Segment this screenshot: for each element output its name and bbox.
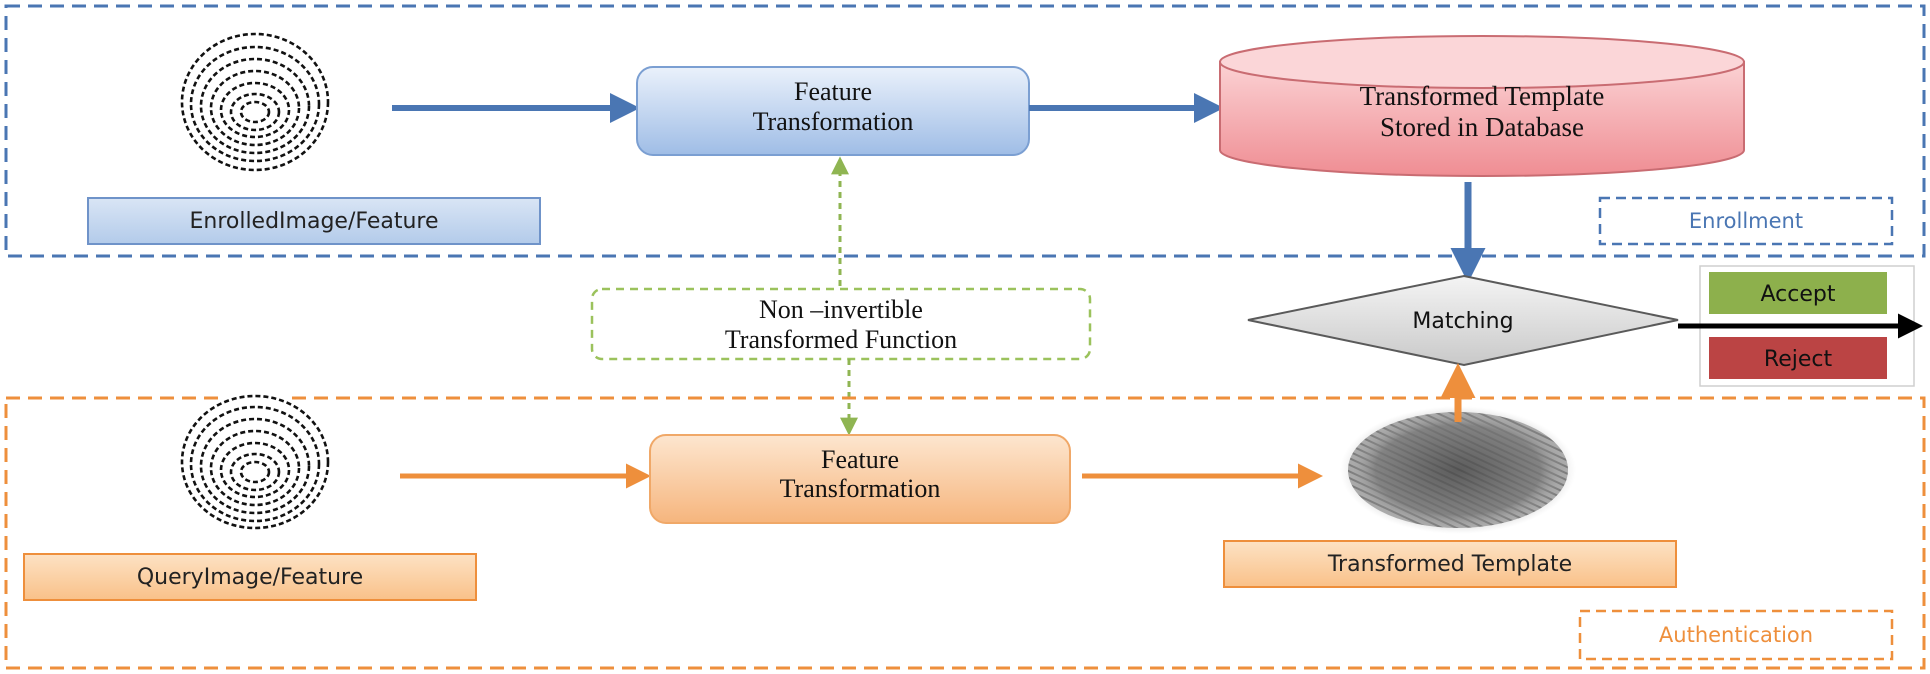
enrollment-section-tag: Enrollment [1598,196,1894,246]
enrolled-image-text: EnrolledImage/Feature [189,209,438,234]
accept-box: Accept [1709,272,1887,314]
template-database-cylinder: Transformed Template Stored in Database [1219,35,1745,177]
matching-label: Matching [1412,309,1513,334]
transformed-template-text: Transformed Template [1327,552,1572,577]
auth-transform-line1: Feature [821,445,899,474]
accept-label: Accept [1761,282,1836,307]
enrollment-section-text: Enrollment [1689,209,1803,233]
enrolled-image-label: EnrolledImage/Feature [87,197,541,245]
transformed-template-label: Transformed Template [1223,540,1677,588]
transformed-template-fingerprint-icon [1340,406,1576,534]
db-label-line2: Stored in Database [1380,112,1584,142]
enroll-transform-line1: Feature [794,77,872,106]
enroll-transform-line2: Transformation [753,107,914,136]
reject-label: Reject [1764,347,1833,372]
authentication-section-text: Authentication [1659,623,1813,647]
query-image-label: QueryImage/Feature [23,553,477,601]
function-line2: Transformed Function [725,325,957,354]
non-invertible-function-box: Non –invertible Transformed Function [590,287,1092,361]
auth-transform-line2: Transformation [780,474,941,503]
function-line1: Non –invertible [759,295,923,324]
matching-diamond: Matching [1247,274,1679,367]
enroll-feature-transformation-box: Feature Transformation [636,66,1030,156]
authentication-section-frame [4,396,1926,670]
db-label-line1: Transformed Template [1360,81,1605,111]
auth-feature-transformation-box: Feature Transformation [649,434,1071,524]
authentication-section-tag: Authentication [1578,609,1894,661]
reject-box: Reject [1709,337,1887,379]
enrollment-section-frame [4,4,1926,258]
query-image-text: QueryImage/Feature [137,565,363,590]
enrolled-fingerprint-icon [173,28,337,188]
query-fingerprint-icon [173,391,337,547]
